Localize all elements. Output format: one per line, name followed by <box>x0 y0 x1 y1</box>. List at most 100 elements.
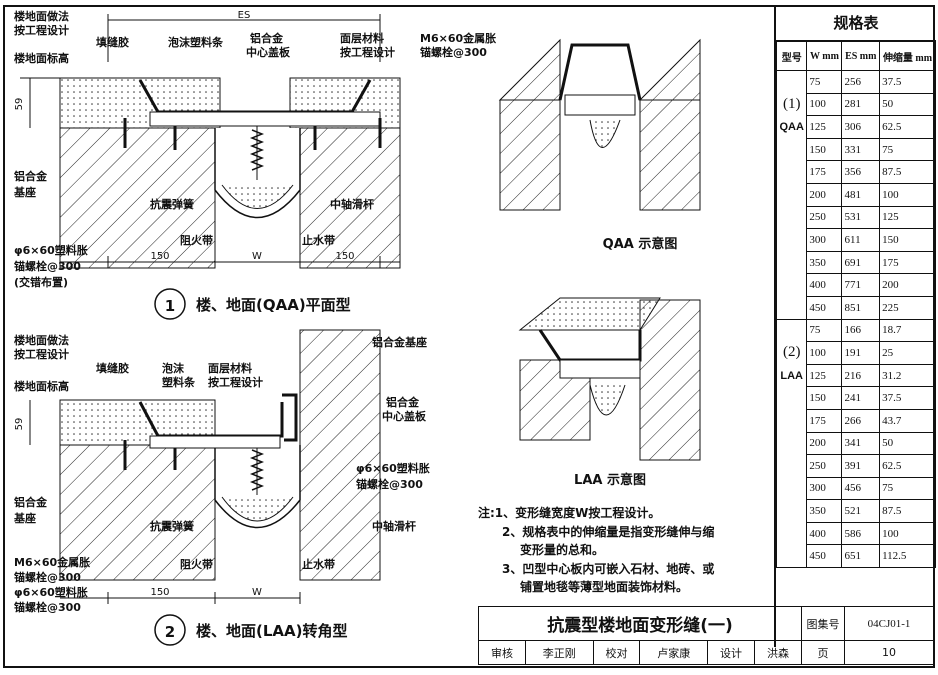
laa-lbl-surface: 面层材料 <box>208 361 252 375</box>
spec-type-cell <box>775 160 808 184</box>
spec-range-cell: 62.5 <box>879 454 936 478</box>
laa-lbl-water: 止水带 <box>302 557 335 571</box>
spec-es-cell: 586 <box>841 521 881 546</box>
spec-w-cell: 350 <box>806 250 843 275</box>
spec-es-cell: 266 <box>841 408 881 433</box>
atlas-number: 04CJ01-1 <box>844 606 934 641</box>
laa-lbl-foam2: 塑料条 <box>162 375 196 389</box>
spec-w-cell: 75 <box>806 318 843 343</box>
laa-lbl-al-center2: 中心盖板 <box>382 409 427 423</box>
spec-type-cell <box>775 183 808 207</box>
laa-150: 150 <box>150 587 169 598</box>
qaa-59-dim: 59 <box>14 98 25 111</box>
spec-type-cell <box>775 386 808 410</box>
qaa-lbl-bolt2: 锚螺栓@300 <box>420 45 487 59</box>
spec-range-cell: 50 <box>879 431 936 456</box>
spec-range-cell: 75 <box>879 476 936 501</box>
spec-w-cell: 450 <box>806 295 843 320</box>
spec-range-cell: 175 <box>879 250 936 275</box>
spec-w-cell: 200 <box>806 182 843 207</box>
spec-type-cell <box>775 296 808 320</box>
spec-range-cell: 18.7 <box>879 318 936 343</box>
qaa-lbl-pbolt3: (交错布置) <box>14 275 68 289</box>
spec-type-cell: QAA <box>775 115 808 139</box>
spec-type-cell <box>775 251 808 274</box>
spec-es-cell: 331 <box>841 137 881 162</box>
laa-lbl-p6b: 锚螺栓@300 <box>14 600 81 614</box>
note-line: 2、规格表中的伸缩量是指变形缝伸与缩 <box>502 524 715 539</box>
spec-es-cell: 306 <box>841 115 881 139</box>
designer-name: 洪森 <box>753 640 803 665</box>
spec-range-cell: 200 <box>879 273 936 297</box>
notes: 注:1、变形缝宽度W按工程设计。 2、规格表中的伸缩量是指变形缝伸与缩 变形量的… <box>478 504 778 597</box>
spec-w-cell: 250 <box>806 205 843 230</box>
laa-lbl-pbolt-r: φ6×60塑料胀 <box>356 461 430 475</box>
qaa-lbl-al-center2: 中心盖板 <box>246 45 291 59</box>
spec-w-cell: 100 <box>806 341 843 365</box>
spec-range-cell: 87.5 <box>879 160 936 184</box>
laa-59-dim: 59 <box>14 418 25 431</box>
spec-range-cell: 25 <box>879 341 936 365</box>
laa-lbl-spring: 抗震弹簧 <box>150 519 194 533</box>
spec-type-cell <box>775 432 808 455</box>
spec-range-cell: 225 <box>879 295 936 320</box>
spec-w-cell: 100 <box>806 92 843 117</box>
laa-lbl-al-base-r: 铝合金基座 <box>372 335 427 349</box>
qaa-lbl-floor-elev: 楼地面标高 <box>14 51 69 65</box>
spec-type-cell <box>775 318 808 342</box>
spec-range-cell: 100 <box>879 521 936 546</box>
spec-range-cell: 31.2 <box>879 363 936 388</box>
spec-h-type: 型号 <box>775 41 808 71</box>
qaa-lbl-surface2: 按工程设计 <box>340 45 395 59</box>
qaa-lbl-fire: 阻火带 <box>180 233 213 247</box>
qaa-lbl-pbolt2: 锚螺栓@300 <box>14 259 81 273</box>
spec-es-cell: 191 <box>841 341 881 365</box>
spec-es-cell: 456 <box>841 476 881 501</box>
page-label: 页 <box>801 640 845 665</box>
spec-es-cell: 771 <box>841 273 881 297</box>
spec-range-cell: 50 <box>879 92 936 117</box>
spec-es-cell: 166 <box>841 318 881 343</box>
spec-type-cell <box>775 409 808 432</box>
spec-type-cell <box>775 206 808 229</box>
laa-lbl-al-center: 铝合金 <box>386 395 420 409</box>
note-line: 变形量的总和。 <box>520 543 605 557</box>
laa-schematic-caption: LAA 示意图 <box>574 472 646 488</box>
note-line: 铺置地毯等薄型地面装饰材料。 <box>520 580 689 594</box>
qaa-w: W <box>252 251 262 262</box>
spec-range-cell: 62.5 <box>879 115 936 139</box>
laa-lbl-floor-method2: 按工程设计 <box>14 347 69 361</box>
laa-lbl-floor-elev: 楼地面标高 <box>14 379 69 393</box>
spec-w-cell: 400 <box>806 521 843 546</box>
qaa-lbl-pbolt: φ6×60塑料胀 <box>14 243 88 257</box>
spec-w-cell: 200 <box>806 431 843 456</box>
spec-type-cell <box>775 544 808 569</box>
laa-lbl-floor-method: 楼地面做法 <box>14 333 69 347</box>
design-label: 设计 <box>707 640 755 665</box>
title-block: 抗震型楼地面变形缝(一) 图集号 04CJ01-1 审核 李正刚 校对 卢家康 … <box>478 606 934 667</box>
spec-range-cell: 43.7 <box>879 408 936 433</box>
spec-w-cell: 150 <box>806 137 843 162</box>
spec-es-cell: 851 <box>841 295 881 320</box>
qaa-150b: 150 <box>335 251 354 262</box>
spec-w-cell: 250 <box>806 454 843 478</box>
spec-range-cell: 125 <box>879 205 936 230</box>
laa-lbl-m6: M6×60金属胀 <box>14 555 90 569</box>
qaa-lbl-axis: 中轴滑杆 <box>330 197 374 211</box>
note-line: 注:1、变形缝宽度W按工程设计。 <box>478 506 661 520</box>
checker-name: 卢家康 <box>639 640 708 665</box>
qaa-schematic-caption: QAA 示意图 <box>603 236 678 252</box>
